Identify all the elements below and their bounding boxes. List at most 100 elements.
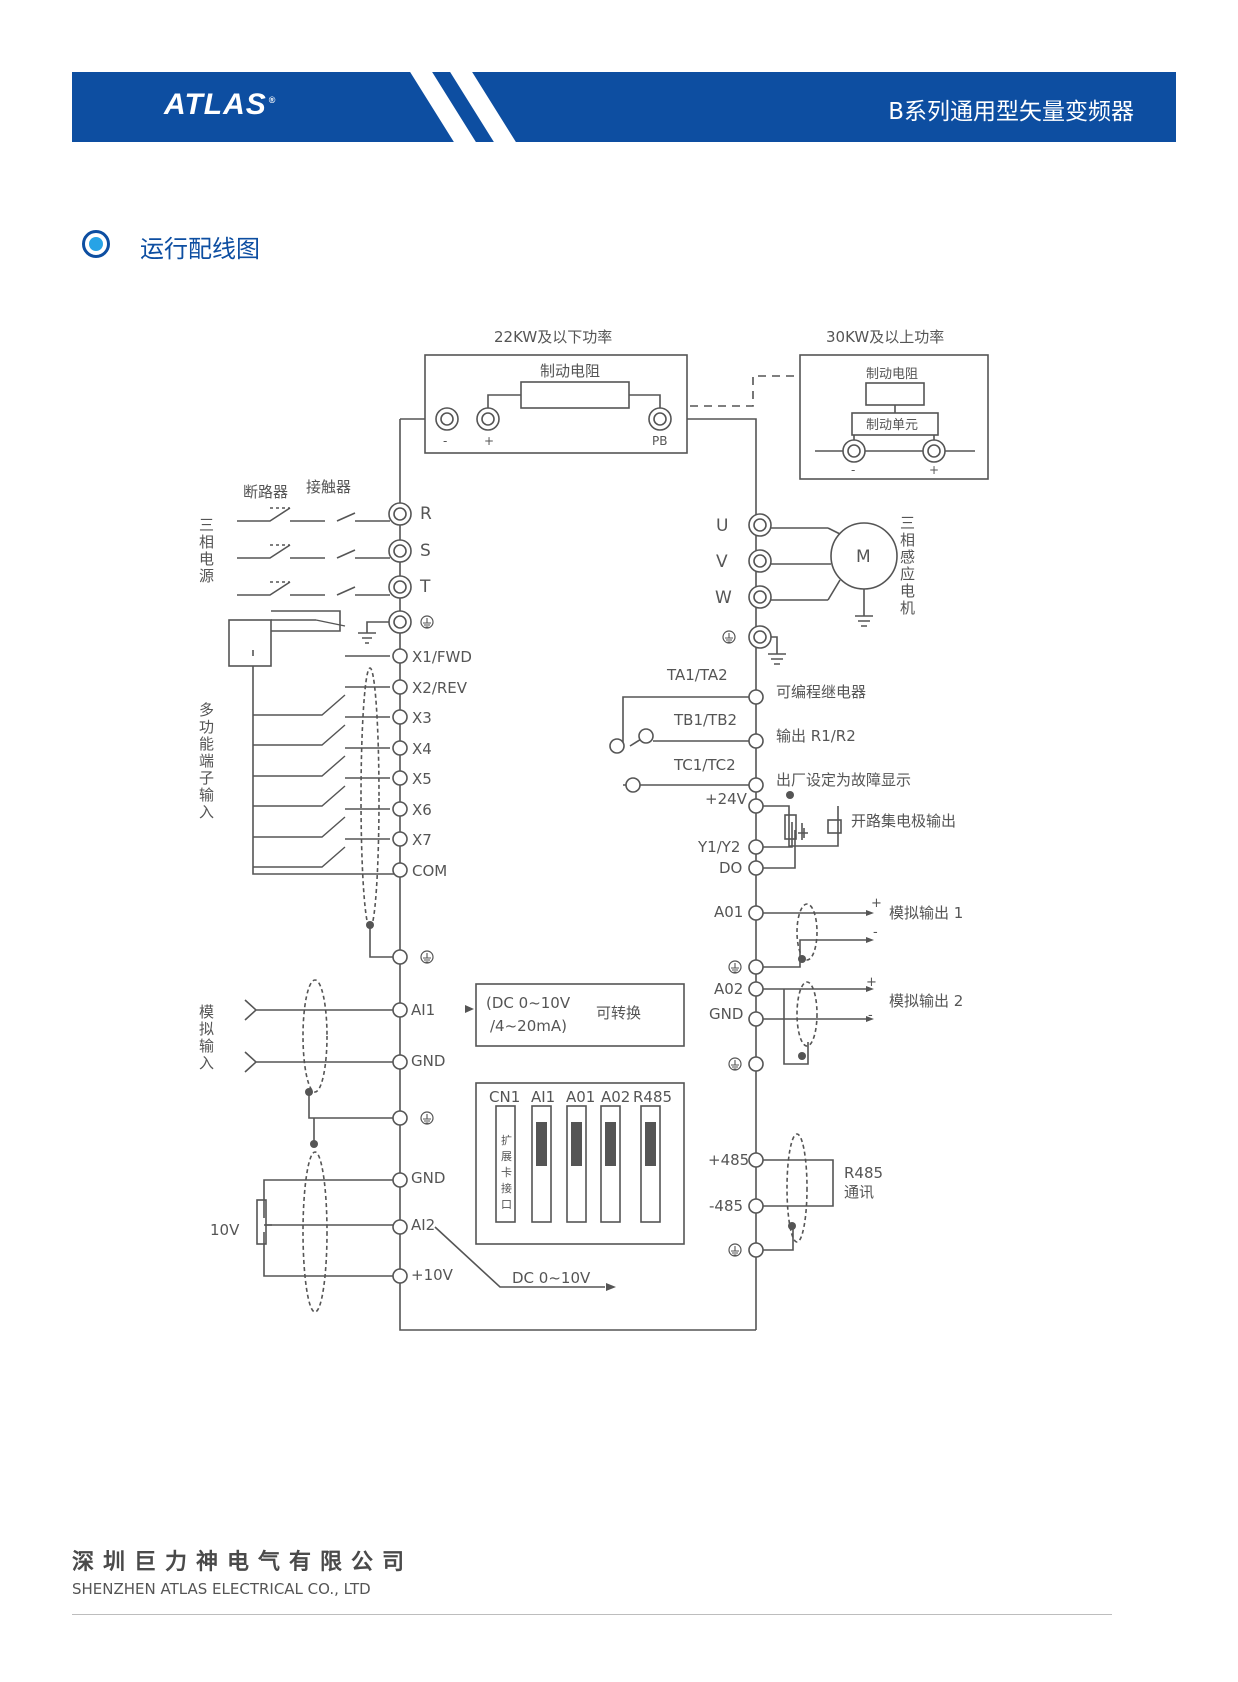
power-line-r xyxy=(237,507,390,522)
input-terminal-label: X2/REV xyxy=(412,679,468,697)
terminal-right xyxy=(748,981,764,997)
terminal-right xyxy=(748,959,764,975)
pe-right-ground-icon xyxy=(722,630,736,644)
aout-wires xyxy=(756,912,870,1065)
terminal-v-label: V xyxy=(716,552,728,572)
brake-resistor-label: 制动电阻 xyxy=(540,362,600,380)
relay-line1: 可编程继电器 xyxy=(776,683,866,701)
ext-label-0: 扩 xyxy=(501,1133,512,1147)
footer-company-cn: 深圳巨力神电气有限公司 xyxy=(72,1550,414,1575)
pe-ground xyxy=(358,621,390,644)
footer-divider xyxy=(72,1614,1112,1615)
input-terminal-label: X6 xyxy=(412,801,432,819)
terminal-ground-a xyxy=(392,949,408,965)
ext-label-1: 展 xyxy=(501,1150,512,1163)
comm-r485-label: R485 xyxy=(844,1164,883,1182)
arrow-aout xyxy=(866,910,874,1022)
ai-range-box xyxy=(475,983,685,1047)
relay-tb-label: TB1/TB2 xyxy=(673,711,737,729)
dip-switch-ai1 xyxy=(531,1105,552,1223)
input-terminal-label: COM xyxy=(412,862,447,880)
relay-line3: 出厂设定为故障显示 xyxy=(776,771,911,789)
ground-icon-d xyxy=(728,1057,742,1071)
terminal-right xyxy=(748,1011,764,1027)
resistor-wires xyxy=(487,394,661,419)
ground-icon-b-mark xyxy=(423,1114,431,1124)
pe-ground-right xyxy=(768,636,786,665)
brake-plus: + xyxy=(484,434,494,448)
brake-minus: - xyxy=(443,434,447,448)
brake-resistor xyxy=(520,381,630,409)
motor-wires xyxy=(770,527,841,601)
ain-wires xyxy=(244,999,400,1073)
input-shield xyxy=(360,667,380,929)
terminal-input xyxy=(392,679,408,695)
ground-icon-b xyxy=(420,1111,434,1125)
aout-label1: 模拟输出 1 xyxy=(889,904,963,922)
inputs-label-6: 入 xyxy=(199,803,214,821)
ai-box-line1: (DC 0~10V xyxy=(486,994,571,1012)
oc-transistor xyxy=(784,814,797,840)
comm-p485-label: +485 xyxy=(708,1151,749,1169)
ain-gnd-label: GND xyxy=(411,1052,445,1070)
terminal-right xyxy=(748,798,764,814)
aout-minus2: - xyxy=(868,1008,873,1023)
input-switch xyxy=(253,716,390,746)
pe-ground-icon-mark xyxy=(423,618,431,628)
relay-tc-label: TC1/TC2 xyxy=(673,756,736,774)
registered-mark: ® xyxy=(268,95,277,105)
source-label-0: 三 xyxy=(199,516,214,534)
terminal-w-inner xyxy=(753,590,767,604)
switch-label-ai1: AI1 xyxy=(531,1088,555,1106)
terminal-ground-b xyxy=(392,1110,408,1126)
arrow-dc xyxy=(606,1283,616,1291)
brake-30kw-resistor: 制动电阻 xyxy=(866,367,918,382)
logo-text: ATLAS xyxy=(164,88,267,121)
terminal-30kw-plus-inner xyxy=(927,444,941,458)
oc-do-label: DO xyxy=(719,859,742,877)
terminal-u-label: U xyxy=(716,516,728,536)
terminal-30kw-minus-inner xyxy=(847,444,861,458)
pot-10v-label: 10V xyxy=(210,1221,240,1239)
diagram-labels: 22KW及以下功率 制动电阻 - + PB 30KW及以上功率 制动电阻 制动单… xyxy=(199,328,963,1287)
source-label-2: 电 xyxy=(199,550,214,568)
inverter-frame xyxy=(399,418,757,1331)
terminal-right xyxy=(748,777,764,793)
power-line-s xyxy=(237,544,390,559)
inputs-label-2: 能 xyxy=(199,735,214,753)
aout-plus2: + xyxy=(866,975,877,990)
inputs-label-4: 子 xyxy=(199,769,214,787)
ext-card-slot xyxy=(495,1105,516,1223)
switch-label-a01: A01 xyxy=(566,1088,595,1106)
ext-label-3: 接 xyxy=(501,1182,512,1195)
arrow-ai1 xyxy=(465,1005,474,1013)
ext-label-2: 卡 xyxy=(501,1166,512,1179)
switch-label-r485: R485 xyxy=(633,1088,672,1106)
header-title: B系列通用型矢量变频器 xyxy=(888,99,1134,125)
oc-relay xyxy=(827,819,842,834)
terminal-plus-inner xyxy=(481,412,495,426)
input-terminal-label: X5 xyxy=(412,770,432,788)
circle-bullet-icon xyxy=(82,230,110,258)
ai2-dc-line xyxy=(434,1226,605,1288)
motor-m-label: M xyxy=(856,547,871,567)
input-switch xyxy=(253,747,390,777)
terminal-10v xyxy=(392,1268,408,1284)
pe-right-ground-icon-mark xyxy=(725,633,733,643)
ain-label-1: 拟 xyxy=(199,1020,214,1038)
ain-label-3: 入 xyxy=(199,1054,214,1072)
terminal-minus-inner xyxy=(440,412,454,426)
inputs-label-3: 端 xyxy=(199,752,214,770)
pe-ground-icon xyxy=(420,615,434,629)
ground-icon-d-mark xyxy=(731,1060,739,1070)
terminal-right xyxy=(748,1242,764,1258)
motor-label-5: 机 xyxy=(900,599,915,617)
terminal-input xyxy=(392,740,408,756)
input-switch-box xyxy=(228,619,272,667)
ext-label-4: 口 xyxy=(501,1198,512,1211)
ai-box-line2: /4~20mA) xyxy=(490,1017,567,1035)
brake-30kw-title: 30KW及以上功率 xyxy=(826,328,944,346)
aout1-shield xyxy=(796,903,818,961)
